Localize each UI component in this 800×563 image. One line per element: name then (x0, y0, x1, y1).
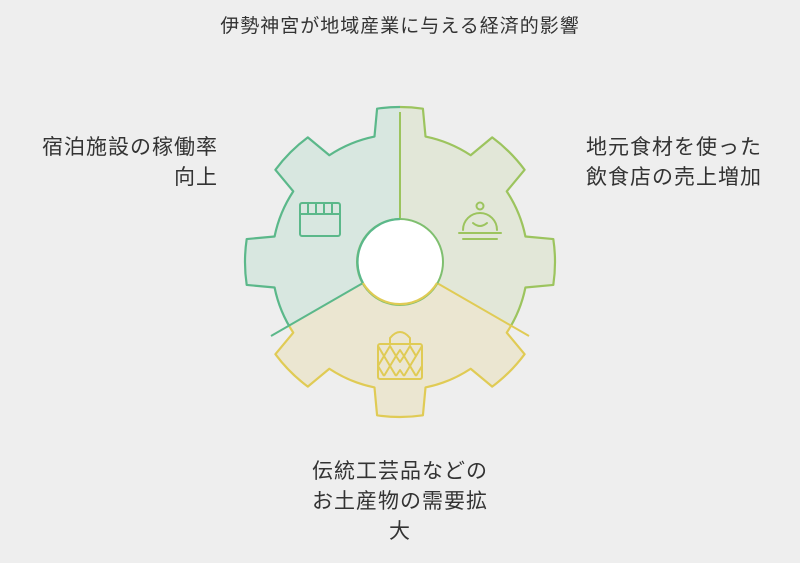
label-lodging: 宿泊施設の稼働率 向上 (0, 132, 218, 192)
label-crafts: 伝統工芸品などの お土産物の需要拡 大 (260, 456, 540, 546)
label-food: 地元食材を使った 飲食店の売上増加 (586, 132, 800, 192)
diagram-title: 伊勢神宮が地域産業に与える経済的影響 (220, 15, 580, 37)
food-cloche-icon (458, 201, 502, 240)
label-crafts-line-1: 伝統工芸品などの (312, 459, 488, 483)
divider-right (436, 282, 530, 337)
label-lodging-line-2: 向上 (174, 165, 218, 189)
label-lodging-line-1: 宿泊施設の稼働率 (42, 135, 218, 159)
shopping-bag-icon (377, 331, 423, 380)
label-food-line-2: 飲食店の売上増加 (586, 165, 762, 189)
label-crafts-line-3: 大 (389, 519, 411, 543)
gear-center-hole-bottom (362, 282, 438, 306)
calendar-icon (299, 202, 341, 237)
divider-left (270, 282, 364, 337)
label-food-line-1: 地元食材を使った (586, 135, 762, 159)
gear-center-hole-left (356, 217, 401, 284)
label-crafts-line-2: お土産物の需要拡 (312, 489, 488, 513)
